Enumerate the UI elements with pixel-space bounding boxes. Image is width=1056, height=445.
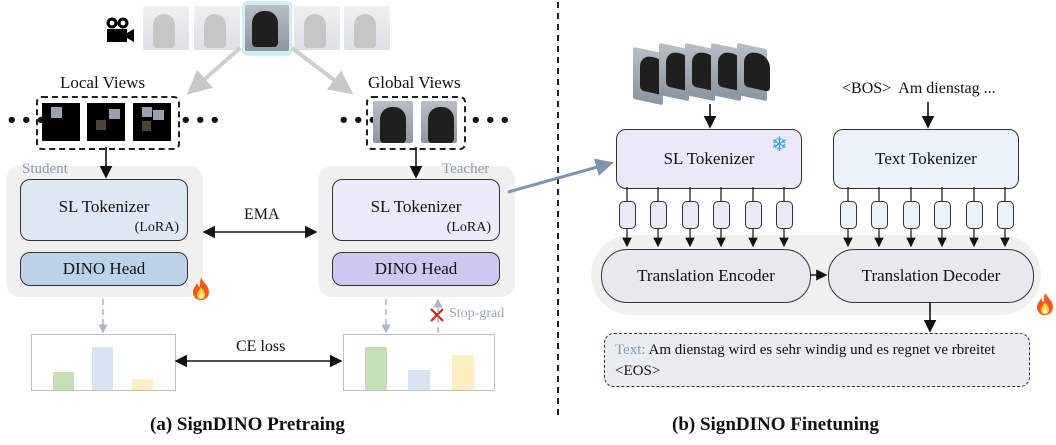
sl-tokenizer-label: SL Tokenizer: [663, 149, 755, 168]
student-dino-head-label: DINO Head: [62, 259, 146, 278]
token: [619, 201, 636, 229]
snowflake-icon: ❄: [771, 132, 788, 156]
token: [871, 201, 888, 229]
text-input-sequence: <BOS> Am dienstag ...: [842, 80, 996, 97]
student-dino-head: DINO Head: [20, 252, 188, 286]
sl-tokenizer-frozen: SL Tokenizer: [616, 129, 802, 189]
local-view-crop: [133, 103, 171, 141]
video-frame: [194, 6, 240, 50]
output-text-box: Text: Am dienstag wird es sehr windig un…: [604, 333, 1030, 387]
distribution-bar: [53, 372, 74, 390]
token: [650, 201, 667, 229]
token: [903, 201, 920, 229]
teacher-sl-tokenizer: SL Tokenizer (LoRA): [332, 179, 500, 241]
student-distribution: [31, 334, 176, 391]
teacher-dino-head: DINO Head: [332, 252, 500, 286]
student-sl-tokenizer: SL Tokenizer (LoRA): [20, 179, 188, 241]
text-tokenizer: Text Tokenizer: [833, 129, 1019, 189]
local-views-group: [36, 96, 180, 150]
local-view-crop: [42, 103, 80, 141]
local-view-crop: [87, 103, 125, 141]
translation-decoder-label: Translation Decoder: [861, 266, 1001, 285]
output-text: Am dienstag wird es sehr windig und es r…: [615, 342, 996, 379]
token: [966, 201, 983, 229]
token: [745, 201, 762, 229]
distribution-bar: [132, 379, 153, 390]
token: [776, 201, 793, 229]
token: [682, 201, 699, 229]
ce-loss-label: CE loss: [236, 338, 286, 355]
fire-icon: [1034, 292, 1056, 320]
student-sl-tokenizer-label: SL Tokenizer: [58, 197, 150, 216]
global-views-label: Global Views: [368, 73, 461, 92]
token: [840, 201, 857, 229]
local-views-label: Local Views: [60, 73, 146, 92]
token: [934, 201, 951, 229]
video-frame: [737, 42, 767, 102]
video-frame: [294, 6, 340, 50]
global-view-frame: [421, 101, 457, 143]
video-frame: [143, 6, 189, 50]
token: [997, 201, 1014, 229]
video-frame: [344, 6, 390, 50]
fire-icon: [190, 277, 212, 305]
teacher-dino-head-label: DINO Head: [374, 259, 458, 278]
distribution-bar: [92, 347, 113, 390]
ellipsis-right: •••: [180, 110, 224, 131]
student-label: Student: [22, 161, 68, 177]
translation-decoder: Translation Decoder: [828, 249, 1034, 303]
text-tokenizer-label: Text Tokenizer: [875, 149, 977, 168]
global-view-frame: [373, 101, 413, 143]
pretraining-caption: (a) SignDINO Pretraing: [150, 414, 345, 435]
output-text-prefix: Text:: [615, 342, 646, 358]
teacher-sl-tokenizer-label: SL Tokenizer: [370, 197, 462, 216]
transfer-weights-arrow: [507, 158, 614, 194]
distribution-bar: [452, 355, 474, 390]
lora-note: (LoRA): [446, 220, 491, 235]
distribution-bar: [408, 370, 430, 390]
teacher-label: Teacher: [442, 161, 490, 177]
teacher-distribution: [343, 334, 495, 391]
translation-encoder: Translation Encoder: [601, 249, 811, 303]
arrow-to-local-views: [186, 46, 242, 95]
finetuning-caption: (b) SignDINO Finetuning: [672, 414, 879, 435]
ellipsis-left: •••: [338, 110, 382, 131]
arrow-to-global-views: [290, 46, 354, 95]
translation-encoder-label: Translation Encoder: [637, 266, 775, 285]
distribution-bar: [365, 347, 387, 390]
stop-grad-label: Stop-grad: [449, 306, 505, 321]
cross-icon: [430, 307, 444, 326]
ellipsis-right: •••: [470, 110, 514, 131]
video-frame-selected: [245, 5, 289, 51]
lora-note: (LoRA): [134, 220, 179, 235]
ema-label: EMA: [244, 206, 280, 223]
token: [713, 201, 730, 229]
video-camera-icon: [104, 16, 134, 44]
